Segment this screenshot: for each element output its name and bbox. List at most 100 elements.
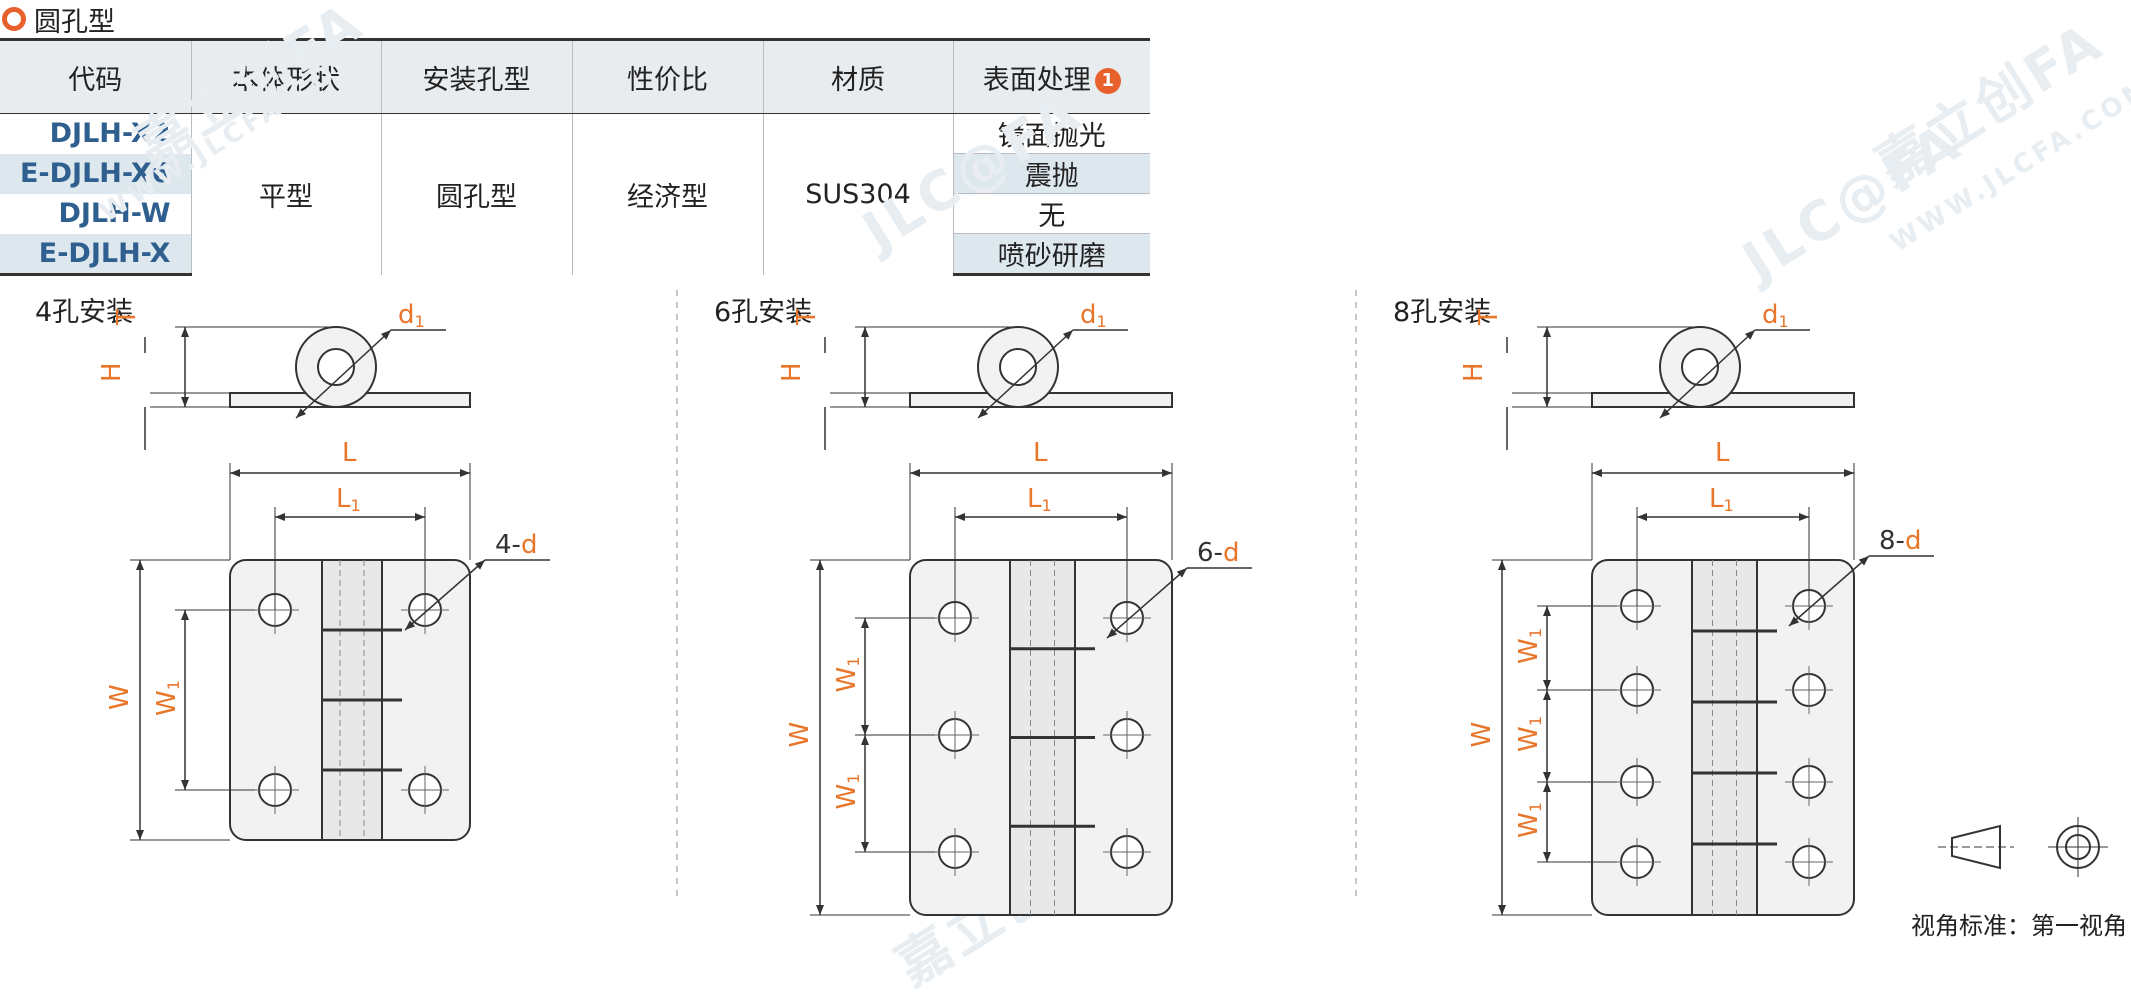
arrow-head xyxy=(1592,469,1602,477)
hinge-pin-hole xyxy=(1681,348,1719,386)
arrow-head xyxy=(415,513,425,521)
arrow-head xyxy=(1789,616,1800,626)
arrow-head xyxy=(861,735,869,745)
arrow-head xyxy=(1543,772,1551,782)
arrow-head xyxy=(861,397,869,407)
section-title-text: 圆孔型 xyxy=(34,6,115,38)
w1-label: W1 xyxy=(1514,802,1545,838)
t-label: T xyxy=(112,309,142,326)
view-label-6-hole: 6孔安装 xyxy=(714,297,813,328)
w1-label: W1 xyxy=(1514,628,1545,664)
material-cell: SUS304 xyxy=(762,113,953,275)
arrow-head xyxy=(1543,397,1551,407)
view-label-8-hole: 8孔安装 xyxy=(1393,297,1492,328)
t-label: T xyxy=(1474,309,1504,326)
table-row: DJLH-X2 平型 圆孔型 经济型 SUS304 镜面抛光 xyxy=(0,113,1150,275)
w1-label: W1 xyxy=(1514,716,1545,752)
surface-cell: 无 xyxy=(952,193,1150,234)
arrow-head xyxy=(1637,513,1647,521)
holes-label: 4-d xyxy=(495,530,537,560)
arrow-head xyxy=(861,327,869,337)
cost-cell: 经济型 xyxy=(571,113,763,275)
code-cell: E-DJLH-X6 xyxy=(0,153,191,194)
h-label: H xyxy=(1459,362,1489,382)
holes-leader xyxy=(1788,555,1870,627)
arrow-head xyxy=(230,469,240,477)
code-cell: E-DJLH-X xyxy=(0,233,191,276)
h-label: H xyxy=(97,362,127,382)
code-cell: DJLH-X2 xyxy=(49,118,171,150)
surface-cell: 震抛 xyxy=(952,153,1150,194)
arrow-head xyxy=(978,408,989,418)
arrow-head xyxy=(181,610,189,620)
w1-label: W1 xyxy=(832,657,863,693)
arrow-head xyxy=(136,830,144,840)
table-row: DJLH-W 无 xyxy=(0,193,1150,234)
header-hole-type: 安装孔型 xyxy=(380,38,572,114)
arrow-head xyxy=(1660,408,1671,418)
arrow-head xyxy=(1498,905,1506,915)
arrow-head xyxy=(296,408,307,418)
arrow-head xyxy=(1543,327,1551,337)
projection-label: 视角标准：第一视角 xyxy=(1911,912,2127,940)
d1-leader xyxy=(295,329,392,419)
arrow-head xyxy=(1107,628,1118,638)
arrow-head xyxy=(1799,513,1809,521)
l-label: L xyxy=(1033,438,1048,468)
arrow-head xyxy=(816,560,824,570)
w1-label: W1 xyxy=(832,774,863,810)
d1-leader xyxy=(1659,329,1756,419)
l-label: L xyxy=(1715,438,1730,468)
arrow-head xyxy=(181,327,189,337)
l-label: L xyxy=(342,438,357,468)
arrow-head xyxy=(460,469,470,477)
arrow-head xyxy=(1062,330,1073,340)
arrow-head xyxy=(1543,852,1551,862)
header-body-shape: 本体形状 xyxy=(190,38,381,114)
l1-label: L1 xyxy=(336,484,361,515)
hole-type-cell: 圆孔型 xyxy=(380,113,572,275)
arrow-head xyxy=(136,560,144,570)
arrow-head xyxy=(1162,469,1172,477)
header-cost: 性价比 xyxy=(571,38,763,114)
h-label: H xyxy=(777,362,807,382)
surface-cell: 喷砂研磨 xyxy=(952,233,1150,276)
code-cell: DJLH-W xyxy=(58,198,171,229)
hinge-barrel xyxy=(1691,559,1758,916)
circle-bullet-icon xyxy=(2,7,26,31)
d1-label: d1 xyxy=(398,300,425,331)
hinge-pin-hole xyxy=(317,348,355,386)
w1-label: W1 xyxy=(152,680,183,716)
arrow-head xyxy=(955,513,965,521)
header-surface-text: 表面处理 xyxy=(982,64,1091,96)
d1-leader xyxy=(977,329,1074,419)
arrow-head xyxy=(1117,513,1127,521)
hinge-pin-hole xyxy=(999,348,1037,386)
arrow-head xyxy=(275,513,285,521)
l1-label: L1 xyxy=(1709,484,1734,515)
arrow-head xyxy=(1844,469,1854,477)
arrow-head xyxy=(1543,690,1551,700)
holes-leader xyxy=(404,559,486,631)
note-badge-icon: 1 xyxy=(1094,68,1121,94)
table-row: E-DJLH-X6 震抛 xyxy=(0,153,1150,194)
arrow-head xyxy=(1744,330,1755,340)
surface-cell: 镜面抛光 xyxy=(952,113,1150,154)
arrow-head xyxy=(861,618,869,628)
d1-label: d1 xyxy=(1762,300,1789,331)
arrow-head xyxy=(181,397,189,407)
holes-label: 8-d xyxy=(1879,526,1921,556)
projection-symbol xyxy=(1938,817,2108,877)
holes-label: 6-d xyxy=(1197,538,1239,568)
arrow-head xyxy=(816,905,824,915)
view-label-4-hole: 4孔安装 xyxy=(35,297,134,328)
t-label: T xyxy=(792,309,822,326)
arrow-head xyxy=(181,780,189,790)
arrow-head xyxy=(861,842,869,852)
holes-leader xyxy=(1106,567,1188,639)
arrow-head xyxy=(1543,606,1551,616)
